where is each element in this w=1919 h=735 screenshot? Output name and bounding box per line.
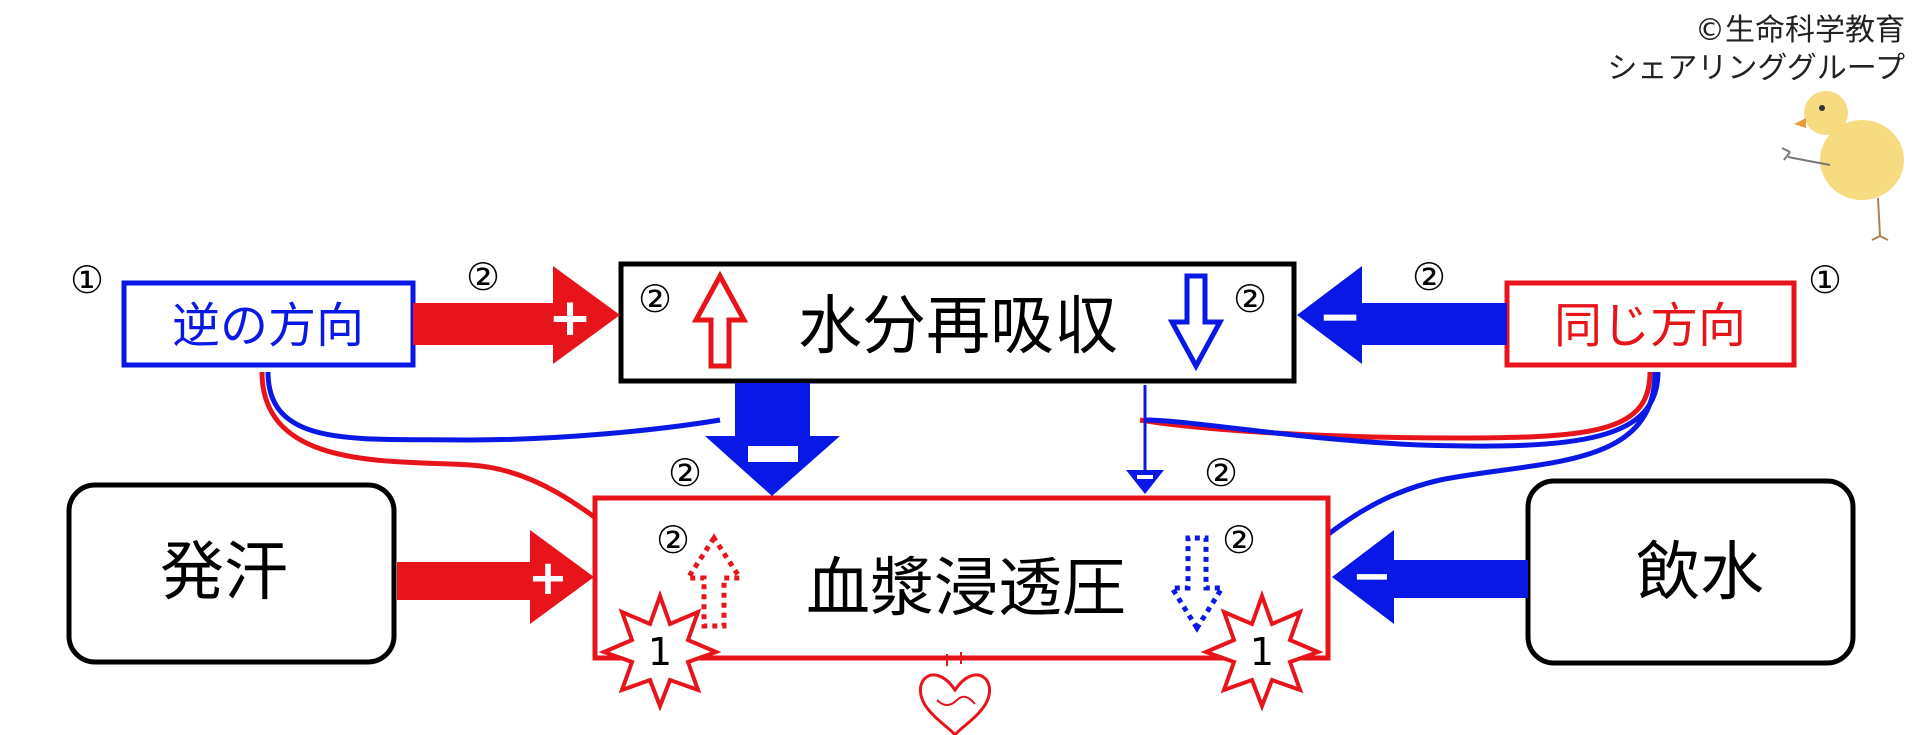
marker-two-reabsorption-right: ②: [1233, 277, 1267, 321]
arrow-sweat-to-osmotic: +: [397, 530, 594, 624]
credit-line-1: ©生命科学教育: [1695, 13, 1905, 48]
down-arrow-blue-hollow: [1167, 273, 1225, 372]
marker-two-osmotic-right: ②: [1222, 518, 1256, 562]
box-same: [1504, 280, 1797, 368]
label-reverse: 逆の方向: [172, 298, 364, 354]
svg-text:−: −: [1352, 548, 1392, 604]
label-sweat: 発汗: [160, 536, 288, 610]
label-reabsorption: 水分再吸収: [798, 290, 1118, 364]
marker-two-reabsorption-left: ②: [638, 277, 672, 321]
marker-one-left: ①: [70, 258, 104, 302]
marker-two-arrow-left: ②: [466, 255, 500, 299]
up-arrow-red-dotted: [683, 533, 745, 629]
box-sweat: [66, 482, 397, 665]
svg-text:+: +: [528, 550, 568, 606]
burst-left: 1: [598, 590, 722, 712]
duck-illustration: [1781, 91, 1904, 241]
curve-blue-right-top: [1144, 371, 1661, 449]
down-arrow-blue-dotted: [1167, 535, 1227, 633]
up-arrow-red-hollow: [691, 270, 749, 369]
marker-two-thin-arrow: ②: [1204, 451, 1238, 495]
heart-icon: [918, 652, 992, 735]
svg-text:1: 1: [648, 630, 672, 674]
arrow-reabsorption-to-osmotic-thick: [705, 383, 840, 496]
label-same: 同じ方向: [1554, 298, 1746, 354]
marker-two-osmotic-left: ②: [656, 518, 690, 562]
arrow-reabsorption-to-osmotic-thin: [1126, 470, 1164, 494]
svg-text:1: 1: [1250, 630, 1274, 674]
box-reverse: [121, 280, 416, 368]
label-osmotic: 血漿浸透圧: [806, 552, 1126, 626]
label-drink: 飲水: [1636, 536, 1764, 610]
credit-line-2: シェアリンググループ: [1607, 51, 1905, 86]
burst-right: 1: [1200, 590, 1324, 712]
curve-red-right: [1139, 371, 1653, 441]
arrow-reverse-to-reabsorption: +: [413, 266, 620, 364]
svg-text:+: +: [548, 288, 592, 348]
marker-two-arrow-right: ②: [1412, 255, 1446, 299]
curve-blue-left: [265, 371, 721, 443]
marker-one-right: ①: [1808, 258, 1842, 302]
arrow-drink-to-osmotic: −: [1332, 530, 1528, 624]
marker-two-thick-arrow: ②: [668, 451, 702, 495]
credit: ©生命科学教育 シェアリンググループ: [1607, 12, 1905, 88]
svg-text:−: −: [1318, 287, 1362, 347]
arrow-same-to-reabsorption: −: [1297, 266, 1507, 364]
